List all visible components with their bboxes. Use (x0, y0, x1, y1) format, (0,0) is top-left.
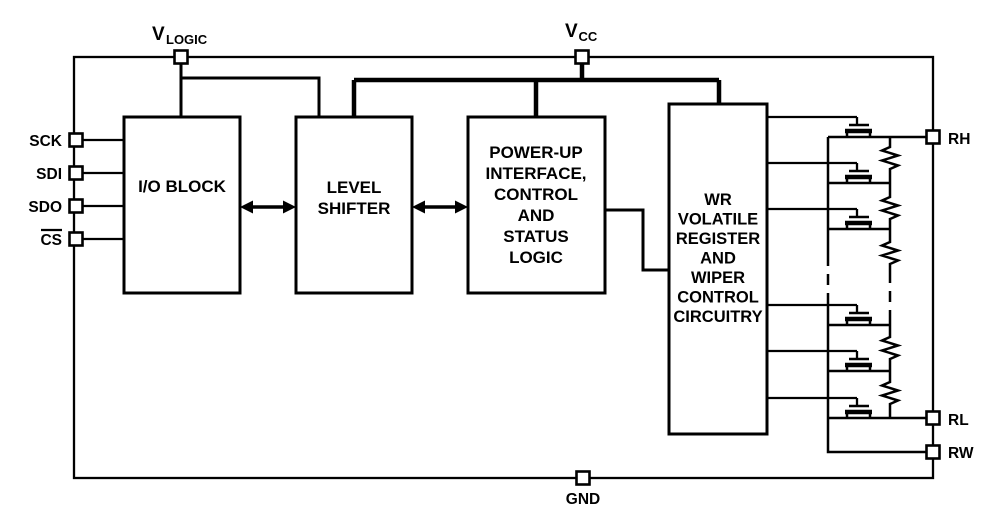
vlogic-pin-square (173, 49, 189, 65)
wiper-switch-transistor-4 (767, 305, 872, 325)
io-levelshifter-arrow (240, 200, 296, 214)
sdi-pin-square (68, 165, 84, 181)
io-block-box (122, 115, 242, 295)
io-block-label: I/O BLOCK (138, 177, 227, 196)
sck-label: SCK (29, 133, 63, 150)
rh-pin-square (925, 129, 941, 145)
wiper-switch-transistor-3 (767, 209, 872, 229)
level-shifter-label-line1: LEVEL (327, 178, 382, 197)
pin-gnd: GND (566, 470, 600, 508)
rl-pin-square (925, 410, 941, 426)
power-up-label-line3: CONTROL (494, 185, 578, 204)
levelshifter-powerup-arrow (412, 200, 468, 214)
powerup-to-wr-wire (605, 208, 669, 272)
rl-label: RL (948, 412, 969, 429)
power-up-label-line5: STATUS (503, 227, 568, 246)
power-up-label-line4: AND (518, 206, 555, 225)
block-wr-register: WR VOLATILE REGISTER AND WIPER CONTROL C… (667, 102, 769, 436)
pin-vlogic: V LOGIC (152, 24, 208, 65)
rh-label: RH (948, 131, 970, 148)
vlogic-label: V (152, 24, 165, 45)
arrowhead-right (283, 200, 296, 214)
wiper-switch-transistor-5 (767, 351, 872, 371)
level-shifter-box (294, 115, 414, 295)
pin-vcc: V CC (565, 21, 598, 65)
vlogic-label-sub: LOGIC (166, 32, 208, 47)
sdo-pin-square (68, 198, 84, 214)
resistor-string-top (877, 137, 903, 272)
wiper-switch-transistor-6 (767, 398, 872, 418)
resistor-string-bottom (877, 318, 903, 418)
wr-label-line7: CIRCUITRY (673, 308, 762, 326)
pin-sdo: SDO (28, 198, 84, 216)
power-up-label-line2: INTERFACE, (485, 164, 586, 183)
pin-rl: RL (925, 410, 969, 429)
gnd-label: GND (566, 491, 600, 508)
pin-rh: RH (925, 129, 970, 148)
rw-pin-square (925, 444, 941, 460)
wiper-switch-transistor-1 (767, 117, 872, 137)
wr-label-line2: VOLATILE (678, 211, 758, 229)
power-up-box (466, 115, 607, 295)
sdi-label: SDI (36, 166, 62, 183)
vlogic-wire-levelshifter (181, 76, 321, 117)
wr-label-line1: WR (704, 191, 732, 209)
pin-rw: RW (925, 444, 974, 462)
pin-cs: CS (40, 228, 84, 249)
vcc-label-sub: CC (579, 29, 598, 44)
rw-label: RW (948, 445, 974, 462)
vcc-net (351, 63, 722, 117)
vlogic-net (179, 63, 321, 117)
sck-pin-square (68, 132, 84, 148)
wr-register-box (667, 102, 769, 436)
wr-label-line3: REGISTER (676, 230, 760, 248)
arrowhead-left (240, 200, 253, 214)
gnd-pin-square (575, 470, 591, 486)
serial-pin-wires (83, 138, 124, 241)
block-level-shifter: LEVEL SHIFTER (294, 115, 414, 295)
block-io: I/O BLOCK (122, 115, 242, 295)
level-shifter-label-line2: SHIFTER (318, 199, 391, 218)
wr-label-line4: AND (700, 250, 736, 268)
wiper-switch-transistor-2 (767, 163, 872, 183)
pin-sdi: SDI (36, 165, 84, 183)
chip-outline (72, 55, 935, 480)
power-up-label-line1: POWER-UP (489, 143, 583, 162)
vcc-pin-square (574, 49, 590, 65)
block-power-up: POWER-UP INTERFACE, CONTROL AND STATUS L… (466, 115, 607, 295)
resistor-ladder (767, 117, 927, 454)
wr-label-line6: CONTROL (677, 289, 759, 307)
arrowhead-left (412, 200, 425, 214)
wiper-bus-bottom (826, 300, 927, 454)
vcc-label: V (565, 21, 578, 42)
cs-label: CS (40, 232, 62, 249)
cs-pin-square (68, 231, 84, 247)
pin-sck: SCK (29, 132, 84, 150)
wr-label-line5: WIPER (691, 269, 745, 287)
sdo-label: SDO (28, 199, 62, 216)
arrowhead-right (455, 200, 468, 214)
power-up-label-line6: LOGIC (509, 248, 563, 267)
